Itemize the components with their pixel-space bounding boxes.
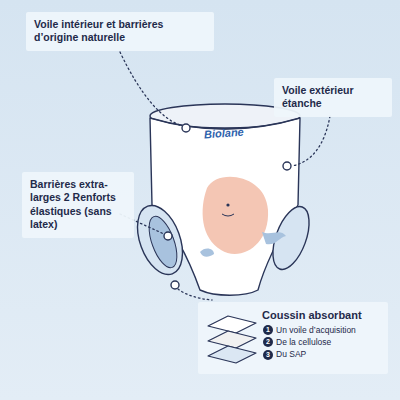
whale-tail [262, 232, 286, 244]
callout-dot [164, 232, 172, 240]
callout-text: Voile extérieur étanche [282, 84, 384, 111]
callout-dot [171, 281, 179, 289]
whale-eye [226, 203, 229, 206]
pad-layer [208, 346, 256, 363]
callout-text: Voile intérieur et barrières d’origine n… [34, 18, 206, 45]
left-leg-barrier [129, 199, 191, 280]
callout-box: Voile intérieur et barrières d’origine n… [26, 12, 214, 51]
list-item: De la cellulose [262, 337, 380, 347]
leader-line [292, 116, 330, 166]
whale-smile [222, 214, 234, 216]
box-heading: Coussin absorbant [262, 308, 380, 322]
pad-layer [208, 316, 256, 333]
callout-box: Voile extérieur étanche [274, 78, 392, 117]
callout-number: 3 [263, 350, 273, 360]
callout-text: Barrières extra-larges 2 Renforts élasti… [30, 178, 126, 232]
pad-layer [208, 331, 256, 348]
callout-dot [283, 162, 291, 170]
whale-fin [200, 248, 214, 256]
list-item: Du SAP [262, 349, 380, 359]
callout-box: Barrières extra-larges 2 Renforts élasti… [22, 172, 134, 238]
legend-box: Coussin absorbant Un voile d’acquisitionD… [198, 302, 388, 374]
leader-line [178, 289, 212, 300]
list-item: Un voile d’acquisition [262, 325, 380, 335]
leader-line [120, 52, 182, 126]
layers-illustration [204, 310, 260, 370]
left-leg-inner [143, 213, 182, 271]
whale-print [203, 177, 268, 254]
callout-dot [182, 124, 190, 132]
